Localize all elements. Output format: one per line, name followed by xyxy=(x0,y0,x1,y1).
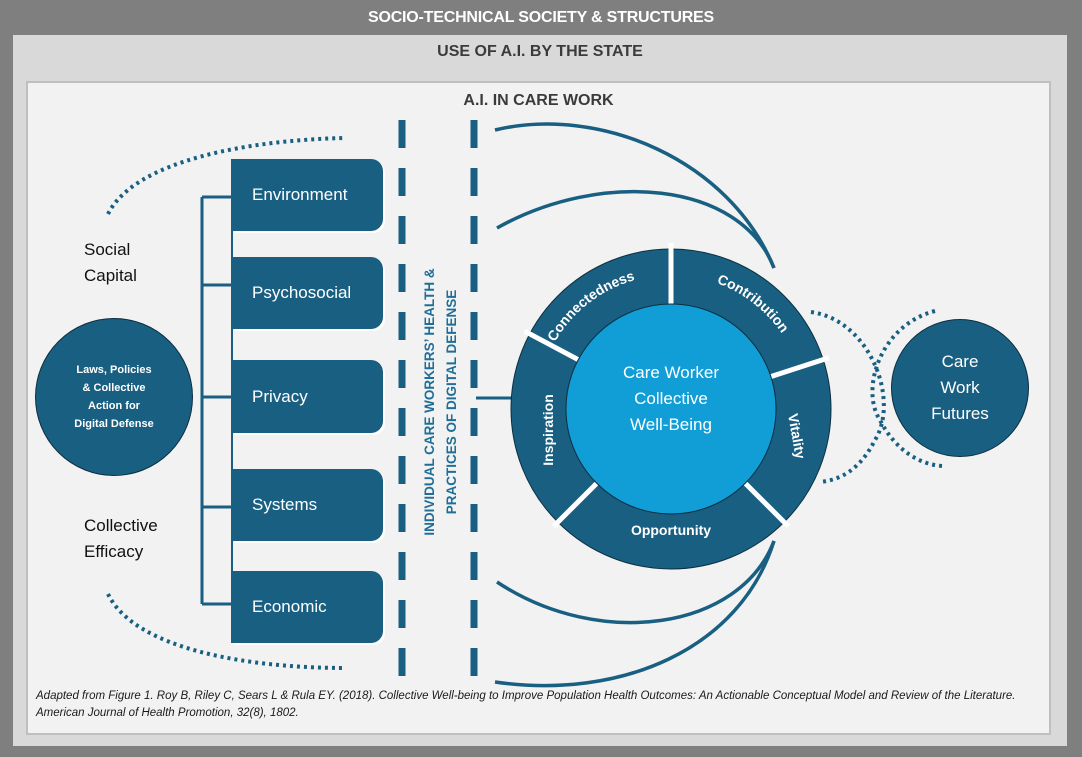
collective-efficacy-line-1: Collective xyxy=(84,516,158,535)
curve-top-outer xyxy=(494,122,776,269)
domain-label: Systems xyxy=(252,495,318,514)
domain-box-economic: Economic xyxy=(232,571,383,643)
state-title: USE OF A.I. BY THE STATE xyxy=(437,43,643,60)
domain-box-environment: Environment xyxy=(232,159,383,231)
citation-text: Adapted from Figure 1. Roy B, Riley C, S… xyxy=(36,690,1016,719)
futures-line: Futures xyxy=(931,404,989,423)
curve-bottom-inner xyxy=(496,540,776,625)
dotted-arc-bottom-left xyxy=(106,593,346,670)
futures-line: Work xyxy=(940,378,980,397)
dotted-arc-right-a xyxy=(810,310,886,484)
domain-box-psychosocial: Psychosocial xyxy=(232,257,383,329)
care-work-futures-circle: Care Work Futures xyxy=(891,319,1029,457)
wheel-spoke xyxy=(739,477,791,529)
laws-line: & Collective xyxy=(82,382,146,394)
laws-line: Digital Defense xyxy=(74,418,154,430)
wheel-spoke xyxy=(523,328,584,365)
wheel-center xyxy=(565,303,777,515)
domain-box-privacy: Privacy xyxy=(232,360,383,433)
domain-bracket xyxy=(200,159,233,643)
domain-label: Economic xyxy=(252,597,327,616)
care-work-title: A.I. IN CARE WORK xyxy=(463,92,614,109)
wheel-spoke xyxy=(551,477,603,529)
laws-line: Laws, Policies xyxy=(76,364,152,376)
domain-box-systems: Systems xyxy=(232,469,383,541)
center-line: Well-Being xyxy=(630,415,712,434)
domain-label: Environment xyxy=(252,185,348,204)
center-line: Care Worker xyxy=(622,363,720,382)
futures-line: Care xyxy=(941,352,979,371)
individual-health-vertical-label: INDIVIDUAL CARE WORKERS’ HEALTH & PRACTI… xyxy=(419,268,463,535)
vertical-label-line-1: INDIVIDUAL CARE WORKERS’ HEALTH & xyxy=(422,268,437,536)
segment-inspiration: Inspiration xyxy=(540,394,556,466)
outer-title: SOCIO-TECHNICAL SOCIETY & STRUCTURES xyxy=(367,9,714,26)
social-capital-line-1: Social xyxy=(84,240,131,259)
dotted-arc-right-b xyxy=(870,309,944,468)
wheel-center-label: Care Worker Collective Well-Being xyxy=(591,360,751,438)
curve-bottom-outer xyxy=(494,540,776,688)
collective-efficacy-line-2: Efficacy xyxy=(84,542,144,561)
curve-top-inner xyxy=(496,189,776,269)
domain-label: Privacy xyxy=(252,386,308,406)
segment-opportunity: Opportunity xyxy=(631,522,711,538)
wheel-spoke xyxy=(765,355,830,381)
vertical-label-line-2: PRACTICES OF DIGITAL DEFENSE xyxy=(444,289,459,515)
segment-vitality: Vitality xyxy=(785,412,809,460)
center-line: Collective xyxy=(634,389,708,408)
domain-label: Psychosocial xyxy=(252,283,352,302)
social-capital-label: Social Capital xyxy=(84,237,137,289)
social-capital-line-2: Capital xyxy=(84,266,137,285)
collective-efficacy-label: Collective Efficacy xyxy=(84,513,158,565)
dotted-arc-top-left xyxy=(106,136,346,215)
laws-policies-circle: Laws, Policies & Collective Action for D… xyxy=(35,318,193,476)
laws-line: Action for xyxy=(88,400,140,412)
